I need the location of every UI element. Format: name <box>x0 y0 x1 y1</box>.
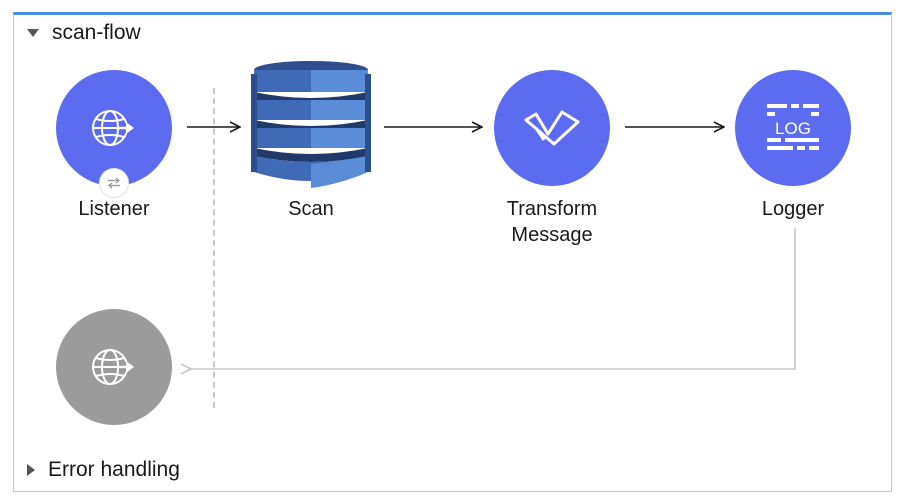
listener-label: Listener <box>78 198 150 220</box>
logger-node[interactable]: LOG Logger <box>703 68 883 228</box>
flow-title: scan-flow <box>52 21 141 44</box>
flow-header[interactable]: scan-flow <box>27 20 141 46</box>
log-icon: LOG <box>767 104 819 150</box>
transform-node[interactable]: Transform Message <box>462 68 642 253</box>
transform-circle[interactable] <box>494 70 610 186</box>
globe-arrow-icon <box>92 110 134 146</box>
logger-label: Logger <box>761 198 825 220</box>
listener-node[interactable]: Listener <box>24 68 204 228</box>
response-source-circle[interactable] <box>56 309 172 425</box>
dynamodb-icon[interactable] <box>251 60 371 190</box>
expand-triangle-icon[interactable] <box>27 464 35 476</box>
svg-text:LOG: LOG <box>775 119 811 138</box>
transform-label-line-2: Message <box>511 224 593 246</box>
globe-arrow-icon <box>92 349 134 385</box>
scan-label: Scan <box>288 198 334 220</box>
dataweave-icon <box>524 110 580 146</box>
transform-label-line-1: Transform <box>506 198 598 220</box>
response-source-node[interactable] <box>56 309 172 425</box>
logger-circle[interactable]: LOG <box>735 70 851 186</box>
source-divider <box>213 88 215 408</box>
two-way-arrows-icon <box>100 169 128 197</box>
error-handling-section[interactable]: Error handling <box>27 457 180 483</box>
error-handling-label: Error handling <box>48 458 180 481</box>
listener-circle[interactable] <box>56 70 172 186</box>
scan-node[interactable]: Scan <box>221 60 401 228</box>
return-path-line <box>191 228 796 369</box>
collapse-triangle-icon[interactable] <box>27 29 39 37</box>
